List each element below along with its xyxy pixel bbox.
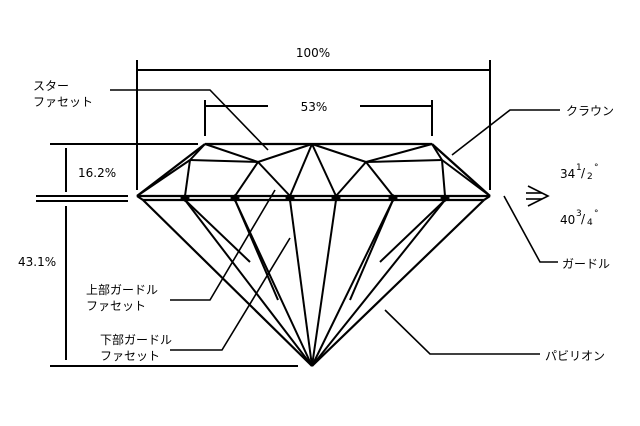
upper-girdle-label-line2: ファセット bbox=[86, 299, 146, 313]
star-facet-label-line1: スター bbox=[33, 79, 69, 93]
star-facet-label-line2: ファセット bbox=[33, 95, 93, 109]
lower-girdle-label-line2: ファセット bbox=[100, 349, 160, 363]
table-percent-label: 53% bbox=[301, 100, 328, 114]
angle-arrow-icon bbox=[526, 185, 550, 207]
width-dimension-line bbox=[136, 60, 491, 190]
svg-text:°: ° bbox=[594, 209, 599, 219]
upper-girdle-label-line1: 上部ガードル bbox=[86, 282, 158, 297]
girdle-label: ガードル bbox=[562, 257, 610, 271]
crown-label: クラウン bbox=[566, 104, 614, 118]
crown-angle-label: 34 1 / 2 ° bbox=[560, 163, 599, 182]
pavilion-depth-label: 43.1% bbox=[18, 255, 56, 269]
svg-text:2: 2 bbox=[587, 172, 593, 182]
lower-girdle-label-line1: 下部ガードル bbox=[100, 332, 172, 347]
pavilion-label: パビリオン bbox=[545, 349, 605, 363]
height-dimension-lines bbox=[36, 143, 298, 367]
table-dimension-line bbox=[204, 100, 433, 136]
svg-text:1: 1 bbox=[576, 163, 582, 173]
pavilion-facets bbox=[184, 199, 446, 367]
crown-height-label: 16.2% bbox=[78, 166, 116, 180]
girdle-facet-marks bbox=[180, 194, 450, 202]
svg-text:4: 4 bbox=[587, 218, 593, 228]
svg-text:°: ° bbox=[594, 163, 599, 173]
leader-lines bbox=[110, 89, 560, 355]
svg-text:3: 3 bbox=[576, 209, 582, 219]
svg-text:40: 40 bbox=[560, 213, 575, 227]
pavilion-angle-label: 40 3 / 4 ° bbox=[560, 209, 599, 228]
svg-text:/: / bbox=[581, 166, 586, 180]
crown-facets bbox=[136, 143, 491, 197]
width-percent-label: 100% bbox=[296, 46, 330, 60]
diamond-outline bbox=[136, 142, 491, 367]
svg-text:34: 34 bbox=[560, 167, 575, 181]
svg-text:/: / bbox=[581, 212, 586, 226]
